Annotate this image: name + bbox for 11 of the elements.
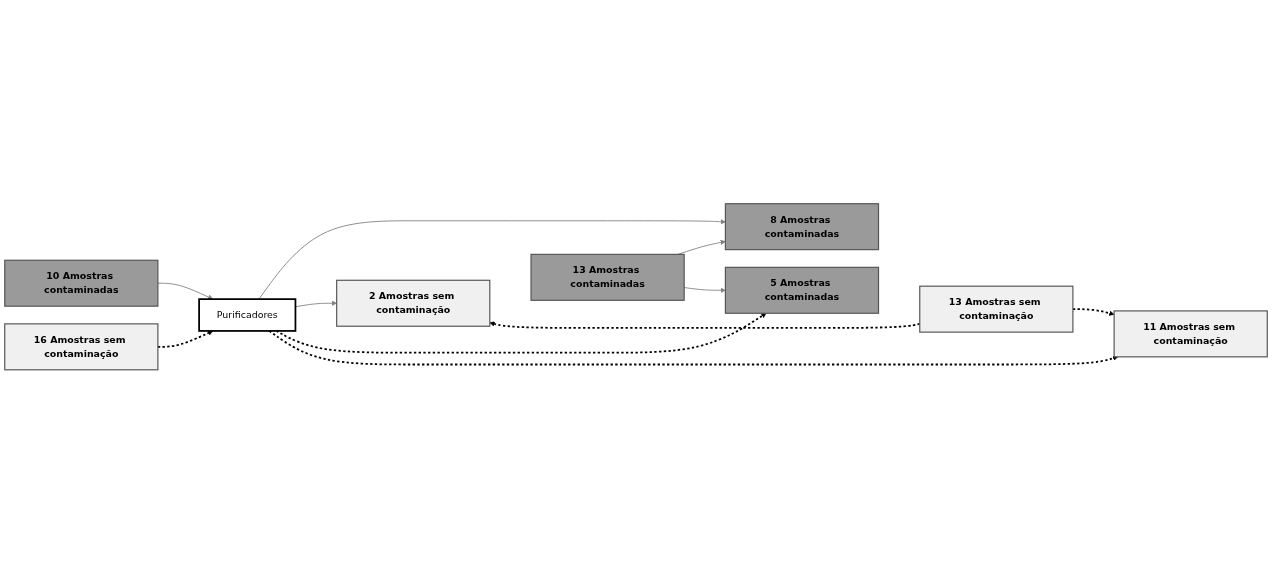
node-box: Purificadores (198, 298, 297, 333)
arrow (157, 330, 214, 348)
node-box: 11 Amostras sem contaminação (1113, 310, 1268, 358)
node-box: 10 Amostras contaminadas (4, 259, 159, 307)
arrow (1072, 308, 1115, 316)
node-box: 13 Amostras contaminadas (530, 254, 685, 302)
node-box: 2 Amostras sem contaminação (336, 279, 491, 328)
node-box: 16 Amostras sem contaminação (4, 323, 159, 371)
node-box: 13 Amostras sem contaminação (919, 285, 1074, 333)
node-box: 8 Amostras contaminadas (724, 203, 880, 251)
node-box: 5 Amostras contaminadas (724, 266, 880, 315)
